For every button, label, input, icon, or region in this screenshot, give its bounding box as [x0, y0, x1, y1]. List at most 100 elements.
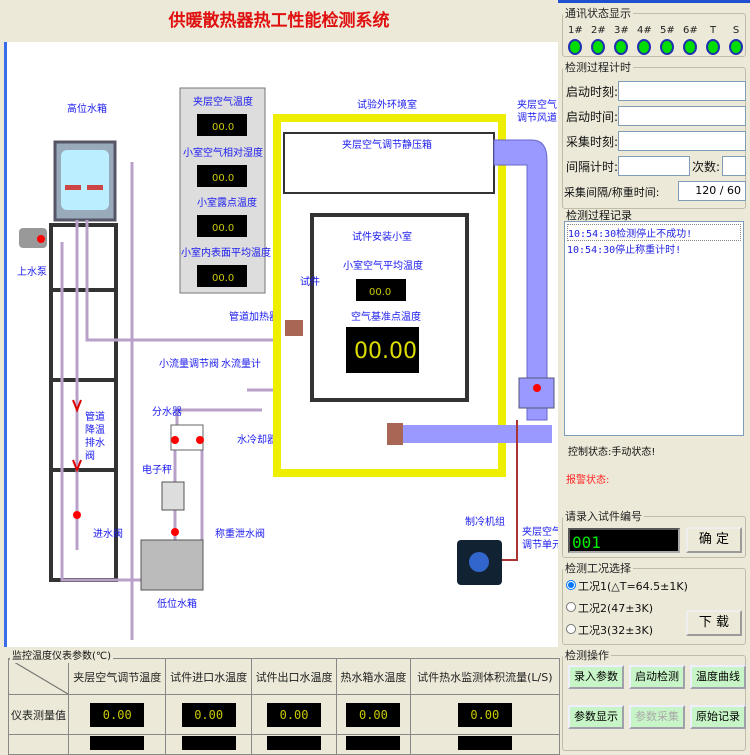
meter-table: 夹层空气调节温度试件进口水温度试件出口水温度热水箱水温度试件热水监测体积流量(L… — [8, 658, 561, 755]
radio-button[interactable] — [566, 580, 576, 590]
scale-label: 电子秤 — [142, 463, 172, 476]
high-tank-label: 高位水箱 — [67, 102, 107, 115]
specimen-room-label: 试件安装小室 — [352, 230, 412, 243]
flow-meter-label: 水流量计 — [221, 357, 261, 370]
op-button-2[interactable]: 启动检测 — [629, 665, 685, 689]
pipe-heater-label: 管道加热器 — [229, 310, 279, 323]
splitter-label: 分水器 — [152, 406, 182, 418]
comm-led-indicator — [614, 39, 628, 55]
led-label: 2# — [591, 25, 606, 36]
meter-value-blank — [457, 736, 512, 750]
svg-text:00.0: 00.0 — [212, 223, 234, 234]
interval-field[interactable] — [618, 156, 690, 176]
led-label: 1# — [568, 25, 583, 36]
ref-temp-label: 空气基准点温度 — [351, 310, 421, 323]
chiller-label: 制冷机组 — [465, 515, 505, 528]
specimen-label: 试件 — [300, 275, 320, 288]
confirm-button[interactable]: 确 定 — [686, 527, 742, 553]
process-log[interactable]: 10:54:30检测停止不成功! 10:54:30停止称重计时! — [564, 221, 744, 436]
svg-text:夹层空气温度: 夹层空气温度 — [193, 95, 253, 108]
start-time-label: 启动时间: — [566, 110, 619, 124]
column-header: 夹层空气调节温度 — [67, 658, 167, 695]
download-button[interactable]: 下 载 — [686, 610, 742, 636]
led-label: 5# — [660, 25, 675, 36]
meter-value-blank — [346, 736, 401, 750]
op-button-6[interactable]: 原始记录 — [690, 705, 746, 729]
condition-radio-2[interactable]: 工况2(47±3K) — [566, 600, 653, 616]
op-button-5[interactable]: 参数采集 — [629, 705, 685, 729]
avg-temp-label: 小室空气平均温度 — [343, 259, 423, 272]
row-label: 仪表测量值 — [8, 694, 69, 735]
start-time-field[interactable] — [618, 106, 746, 126]
duct-label-1: 夹层空气 — [517, 98, 557, 111]
op-button-4[interactable]: 参数显示 — [568, 705, 624, 729]
air-unit-label-2: 调节单元 — [522, 539, 561, 551]
specimen-number-group: 请录入试件编号 — [562, 508, 746, 558]
led-label: 4# — [637, 25, 652, 36]
water-cooler-label: 水冷却器 — [237, 433, 277, 446]
radio-button[interactable] — [566, 602, 576, 612]
column-header: 试件进口水温度 — [165, 658, 252, 695]
op-button-1[interactable]: 录入参数 — [568, 665, 624, 689]
meter-value: 0.00 — [267, 702, 322, 727]
led-label: 3# — [614, 25, 629, 36]
count-field[interactable] — [722, 156, 746, 176]
log-legend: 检测过程记录 — [566, 209, 632, 222]
count-label: 次数: — [692, 160, 721, 174]
log-line: 10:54:30停止称重计时! — [567, 245, 682, 256]
drain-label-4: 阀 — [85, 449, 95, 462]
meter-value-blank — [181, 736, 236, 750]
radio-button[interactable] — [566, 624, 576, 634]
svg-text:00.0: 00.0 — [212, 273, 234, 284]
condition-radio-3[interactable]: 工况3(32±3K) — [566, 622, 653, 638]
env-room-label: 试验外环境室 — [357, 98, 417, 111]
collect-moment-label: 采集时刻: — [566, 135, 619, 149]
start-moment-field[interactable] — [618, 81, 746, 101]
avg-temp-value: 00.0 — [369, 287, 391, 298]
svg-text:小室空气相对湿度: 小室空气相对湿度 — [183, 146, 263, 159]
condition-radio-1[interactable]: 工况1(△T=64.5±1K) — [566, 578, 688, 594]
svg-text:小室露点温度: 小室露点温度 — [197, 196, 257, 209]
plenum-label: 夹层空气调节静压箱 — [342, 138, 432, 151]
condition-group: 检测工况选择 — [562, 560, 746, 645]
led-label: S — [732, 25, 740, 36]
comm-status-group: 通讯状态显示 — [562, 5, 746, 57]
corner-cell — [8, 658, 69, 695]
log-line: 10:54:30检测停止不成功! — [567, 224, 741, 241]
meter-value: 0.00 — [346, 702, 401, 727]
drain-label-3: 排水 — [85, 436, 105, 449]
comm-led-indicator — [568, 39, 582, 55]
specimen-number-input[interactable]: 001 — [568, 528, 680, 553]
small-flow-valve-label: 小流量调节阀 — [159, 357, 219, 370]
collect-moment-field[interactable] — [618, 131, 746, 151]
meter-value: 0.00 — [457, 702, 512, 727]
collect-interval-label: 采集间隔/称重时间: — [564, 186, 660, 199]
comm-led-indicator — [660, 39, 674, 55]
column-header: 试件热水监测体积流量(L/S) — [409, 658, 561, 695]
comm-led-indicator — [706, 39, 720, 55]
meter-value-blank — [267, 736, 322, 750]
column-header: 热水箱水温度 — [336, 658, 411, 695]
collect-interval-field[interactable]: 120 / 60 — [678, 181, 746, 201]
low-tank-label: 低位水箱 — [157, 597, 197, 610]
meter-value-blank — [90, 736, 145, 750]
meter-parameters: 监控温度仪表参数(℃) 夹层空气调节温度试件进口水温度试件出口水温度热水箱水温度… — [4, 650, 561, 755]
ref-temp-value: 00.00 — [354, 339, 417, 364]
op-button-3[interactable]: 温度曲线 — [690, 665, 746, 689]
start-moment-label: 启动时刻: — [566, 85, 619, 99]
weigh-valve-label: 称重泄水阀 — [215, 527, 265, 540]
air-unit-label-1: 夹层空气 — [522, 525, 561, 538]
led-label: T — [709, 25, 717, 36]
comm-led-indicator — [591, 39, 605, 55]
comm-led-indicator — [729, 39, 743, 55]
drain-label-1: 管道 — [85, 410, 105, 423]
svg-text:小室内表面平均温度: 小室内表面平均温度 — [181, 246, 271, 259]
drain-label-2: 降温 — [85, 423, 105, 436]
comm-led-indicator — [637, 39, 651, 55]
led-label: 6# — [683, 25, 698, 36]
meter-value: 0.00 — [181, 702, 236, 727]
meters-legend: 监控温度仪表参数(℃) — [10, 650, 114, 663]
meter-value: 0.00 — [90, 702, 145, 727]
